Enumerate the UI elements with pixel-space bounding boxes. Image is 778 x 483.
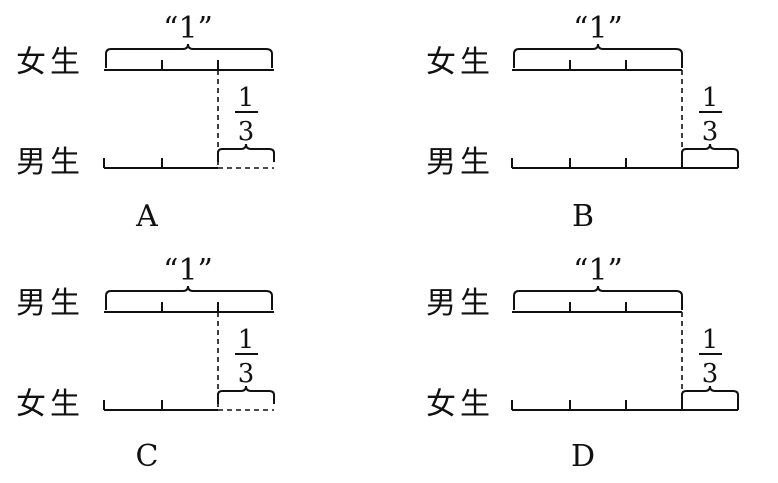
bottom-row-label: 女生: [16, 387, 84, 422]
top-row-label: 男生: [16, 286, 84, 321]
extra-brace: [681, 143, 739, 162]
unit-label: “1”: [573, 11, 623, 46]
top-row-label: 女生: [16, 45, 84, 80]
fraction-denominator: 3: [702, 359, 719, 389]
fraction-denominator: 3: [238, 117, 255, 147]
unit-brace: [105, 285, 273, 310]
unit-label: “1”: [573, 253, 623, 288]
bottom-row-label: 男生: [426, 145, 494, 180]
option-c: “1” 男生 1 3 女生 C: [16, 253, 275, 474]
fraction-numerator: 1: [238, 325, 255, 355]
option-d: “1” 男生 1 3 女生 D: [426, 253, 739, 474]
bottom-row-label: 女生: [426, 387, 494, 422]
unit-brace: [513, 43, 683, 68]
extra-brace: [217, 143, 275, 162]
extra-brace: [217, 385, 275, 404]
option-label: C: [136, 439, 159, 474]
extra-brace: [681, 385, 739, 404]
option-label: D: [571, 439, 595, 474]
unit-label: “1”: [163, 11, 213, 46]
unit-label: “1”: [163, 253, 213, 288]
option-a: “1” 女生 1 3 男生 A: [16, 11, 275, 234]
fraction-denominator: 3: [702, 117, 719, 147]
fraction-numerator: 1: [702, 325, 719, 355]
unit-brace: [105, 43, 273, 68]
top-row-label: 女生: [426, 45, 494, 80]
unit-brace: [513, 285, 683, 310]
option-b: “1” 女生 1 3 男生 B: [426, 11, 739, 234]
fraction-denominator: 3: [238, 359, 255, 389]
bottom-row-label: 男生: [16, 145, 84, 180]
option-label: A: [135, 199, 158, 234]
fraction-numerator: 1: [238, 83, 255, 113]
top-row-label: 男生: [426, 286, 494, 321]
fraction-numerator: 1: [702, 83, 719, 113]
option-label: B: [572, 199, 594, 234]
